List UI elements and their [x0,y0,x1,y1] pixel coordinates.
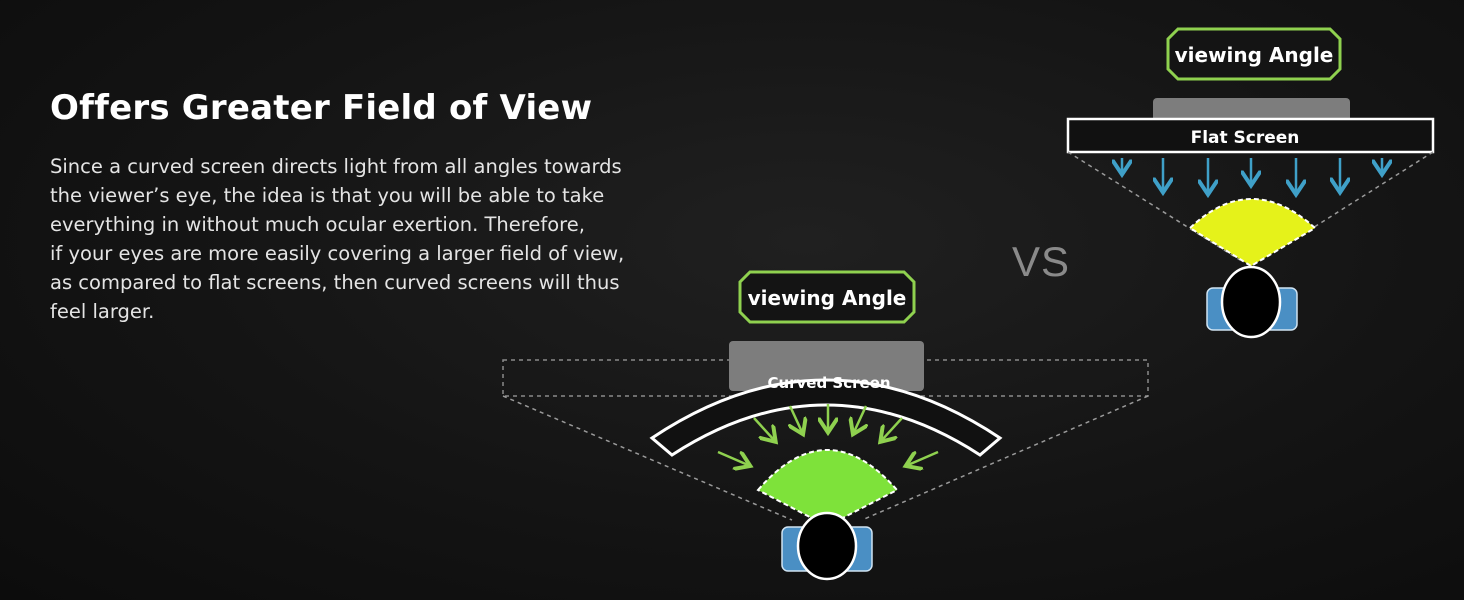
curved-monitor-back [729,341,924,391]
body-line: everything in without much ocular exerti… [50,213,585,236]
curved-arrow [790,405,802,432]
flat-sightline-left [1067,151,1241,261]
flat-badge-label: viewing Angle [1175,43,1334,67]
curved-screen-diagram: viewing Angle Curved Screen [502,270,1149,581]
flat-monitor-back [1153,98,1350,124]
flat-viewing-angle-badge: viewing Angle [1166,27,1342,81]
curved-arrow [882,417,903,440]
body-line: feel larger. [50,300,155,323]
body-line: the viewer’s eye, the idea is that you w… [50,184,605,207]
curved-viewer-head-icon [781,511,873,581]
body-line: if your eyes are more easily covering a … [50,242,625,265]
curved-screen-band [649,378,1003,457]
flat-screen-diagram: viewing Angle Flat Screen [1066,27,1435,339]
curved-screen-label: Curved Screen [767,374,890,392]
curved-badge-label: viewing Angle [748,286,907,310]
vs-label: VS [1012,238,1071,285]
flat-screen-band [1066,117,1435,154]
flat-viewer-head-icon [1206,265,1298,339]
body-line: Since a curved screen directs light from… [50,155,622,178]
flat-field-of-view [1188,198,1317,268]
flat-screen-label: Flat Screen [1191,128,1300,148]
curved-arrow [717,450,748,465]
curved-arrow [753,417,774,440]
curved-sightline-right [861,395,1149,521]
curved-viewing-angle-badge: viewing Angle [738,270,916,324]
curved-arrow [854,405,866,432]
curved-field-of-view [756,449,899,528]
body-line: as compared to flat screens, then curved… [50,271,620,294]
headline: Offers Greater Field of View [50,88,593,128]
curved-arrow [908,450,939,465]
body-text: Since a curved screen directs light from… [50,152,690,326]
